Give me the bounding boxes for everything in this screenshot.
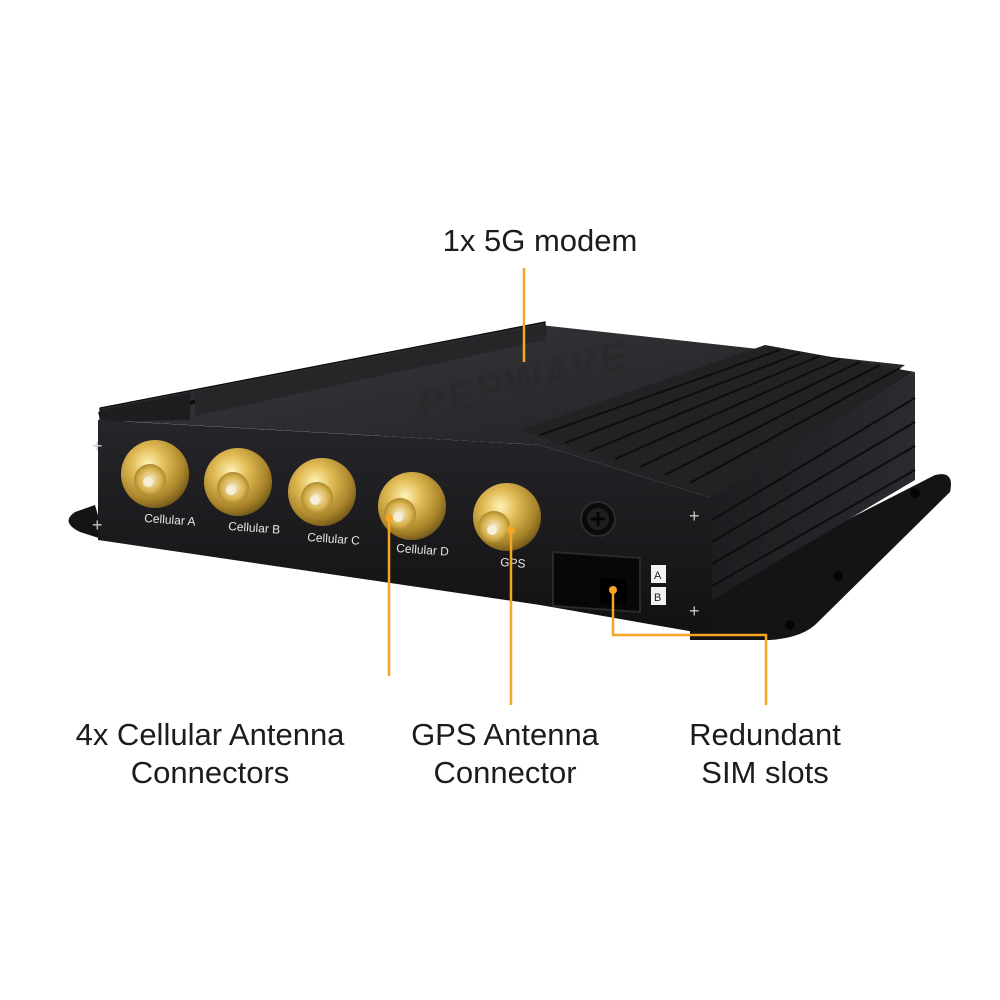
ground-screw — [580, 501, 616, 537]
flange-hole — [833, 571, 843, 581]
label-cellular-c: Cellular C — [307, 530, 361, 548]
mounting-flange-right — [690, 474, 951, 640]
flange-hole — [910, 488, 920, 498]
svg-text:+: + — [92, 515, 103, 535]
svg-text:+: + — [689, 601, 700, 621]
screw-icon: + + + + — [92, 436, 700, 621]
mounting-flange-left — [68, 505, 105, 540]
connector-cellular-c — [288, 458, 356, 526]
heatsink-ribs-left — [100, 325, 545, 422]
callout-sim-slots: Redundant SIM slots — [660, 716, 870, 792]
connector-cellular-d — [378, 472, 446, 540]
svg-text:+: + — [689, 506, 700, 526]
callout-5g-modem: 1x 5G modem — [380, 222, 700, 260]
callout-cellular-connectors: 4x Cellular Antenna Connectors — [40, 716, 380, 792]
connector-cellular-a — [121, 440, 189, 508]
callout-dots — [385, 514, 617, 594]
connector-cellular-b — [204, 448, 272, 516]
leader-sim — [611, 590, 768, 705]
callout-sim-line1: Redundant — [689, 717, 841, 752]
callout-gps-line2: Connector — [433, 755, 577, 790]
heatsink-fins-right — [520, 345, 916, 600]
callout-cellular-line2: Connectors — [130, 755, 290, 790]
label-gps: GPS — [500, 555, 526, 571]
label-cellular-b: Cellular B — [228, 519, 281, 537]
connector-gps — [473, 483, 541, 551]
sim-slot-b-badge — [651, 587, 666, 605]
svg-text:+: + — [92, 436, 103, 456]
callout-gps-connector: GPS Antenna Connector — [385, 716, 625, 792]
label-cellular-a: Cellular A — [144, 511, 196, 529]
label-cellular-d: Cellular D — [396, 541, 450, 559]
callout-5g-modem-text: 1x 5G modem — [442, 223, 638, 258]
callout-lines — [387, 268, 768, 705]
callout-gps-line1: GPS Antenna — [411, 717, 599, 752]
sim-slot-b-label: B — [654, 592, 661, 604]
sim-slot-a-badge — [651, 565, 666, 583]
callout-cellular-line1: 4x Cellular Antenna — [75, 717, 345, 752]
sim-slot-a-label: A — [654, 570, 662, 582]
flange-hole — [785, 620, 795, 630]
callout-sim-line2: SIM slots — [701, 755, 829, 790]
